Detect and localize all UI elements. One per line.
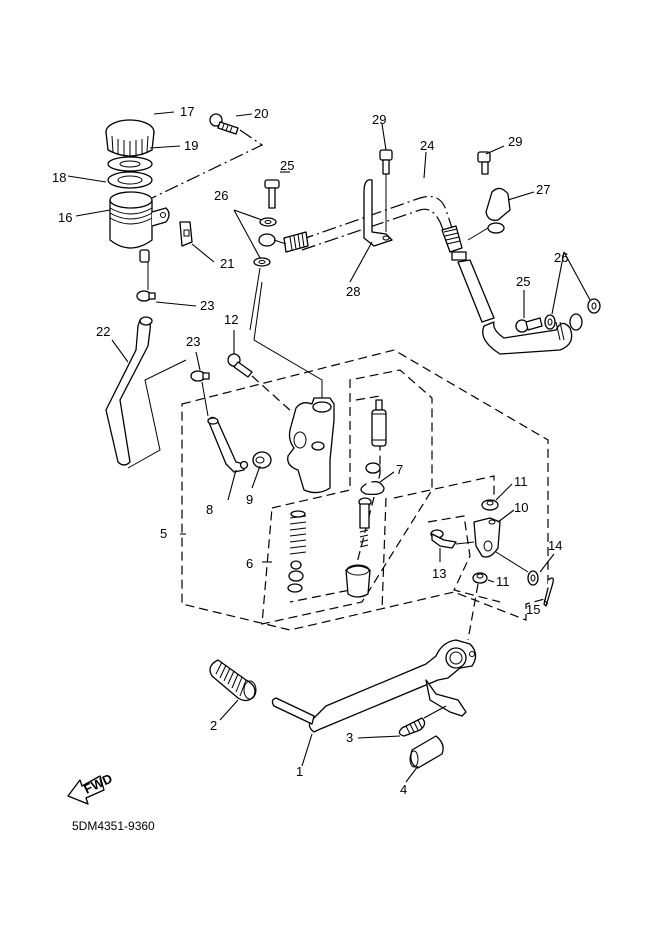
part-18-diaphragm[interactable] [107,171,153,189]
callout-11-upper: 11 [514,474,528,489]
part-17-cap[interactable] [105,119,155,158]
callout-8: 8 [206,502,213,517]
callout-5: 5 [160,526,167,541]
part-19-diaphragm-holder[interactable] [107,156,153,172]
part-22-hose[interactable] [105,316,153,466]
part-20-bolt[interactable] [209,113,239,135]
callout-4: 4 [400,782,407,797]
part-26-gasket-lower-left[interactable] [253,257,271,267]
part-13-pin[interactable] [430,529,457,549]
group-6-outline [261,369,433,625]
part-cup-seal[interactable] [287,560,304,593]
part-piston-assembly[interactable] [365,399,387,474]
piston-group-outline [289,395,381,603]
callout-12: 12 [224,312,238,327]
part-12-bolt[interactable] [227,353,253,378]
callout-27: 27 [536,182,550,197]
callout-1: 1 [296,764,303,779]
leader-line-27 [467,227,489,241]
callout-19: 19 [184,138,198,153]
callout-16: 16 [58,210,72,225]
part-21-nut[interactable] [179,221,193,247]
callout-2: 2 [210,718,217,733]
part-27-hose-holder[interactable] [485,187,511,234]
part-11-nut-lower[interactable] [472,572,488,584]
callout-26-right: 26 [554,250,568,265]
callout-9: 9 [246,492,253,507]
callout-24: 24 [420,138,434,153]
callout-23-upper: 23 [200,298,214,313]
banjo-fitting-left[interactable] [258,233,287,247]
callout-29-left: 29 [372,112,386,127]
callout-6: 6 [246,556,253,571]
part-25-union-bolt-left[interactable] [264,179,280,209]
callout-26-left: 26 [214,188,228,203]
part-push-rod[interactable] [345,497,372,598]
callout-22: 22 [96,324,110,339]
callout-11-lower: 11 [496,574,510,589]
part-8-hose-joint[interactable] [207,416,249,473]
drawing-code: 5DM4351-9360 [72,819,155,833]
part-26-gasket-upper-left[interactable] [259,217,277,227]
fwd-arrow-icon: FWD [67,771,115,805]
callout-18: 18 [52,170,66,185]
part-2-footrest-rubber[interactable] [209,659,257,702]
callout-25-left: 25 [280,158,294,173]
callout-17: 17 [180,104,194,119]
clevis-group-outline [427,515,501,603]
leader-line-clevis-pedal [467,583,479,641]
part-spring[interactable] [289,510,307,555]
part-master-cylinder-body[interactable] [287,397,335,494]
callout-leaders [67,111,591,783]
leader-line-clevis-14 [495,551,529,573]
callout-23-lower: 23 [186,334,200,349]
callout-7: 7 [396,462,403,477]
part-26-gasket-right-a[interactable] [544,314,556,330]
part-9-grommet[interactable] [252,451,272,469]
part-1-brake-pedal[interactable] [271,639,477,733]
part-14-washer[interactable] [527,570,539,586]
part-29-bolt-left[interactable] [379,149,393,175]
part-26-gasket-right-b[interactable] [587,298,601,314]
leader-line-pin-13 [455,541,475,545]
part-23-clip-lower[interactable] [190,370,210,382]
callout-20: 20 [254,106,268,121]
callout-10: 10 [514,500,528,515]
part-11-nut-upper[interactable] [481,499,499,511]
part-29-bolt-right[interactable] [477,151,491,175]
part-28-hose-guide[interactable] [363,179,393,247]
callout-28: 28 [346,284,360,299]
part-3-spring[interactable] [398,705,447,737]
callout-13: 13 [432,566,446,581]
callout-29-right: 29 [508,134,522,149]
callout-25-right: 25 [516,274,530,289]
leader-line-bolt-12 [251,375,293,413]
callout-3: 3 [346,730,353,745]
bracket-lines-hose-22 [127,359,187,469]
leader-line-26-to-cylinder [249,267,261,331]
leader-line-8-to-clip [201,381,209,417]
part-25-union-bolt-right[interactable] [515,317,543,333]
leader-line-master-cyl-top [253,281,323,398]
callout-14: 14 [548,538,562,553]
part-24-brake-hose[interactable] [283,195,583,355]
part-7-circlip[interactable] [360,480,385,496]
sub-group-outline [381,475,495,611]
part-4-cover[interactable] [409,735,444,769]
callout-15: 15 [526,602,540,617]
callout-21: 21 [220,256,234,271]
part-16-reservoir-tank[interactable] [109,191,170,263]
part-23-clip-upper[interactable] [136,290,156,302]
part-10-clevis[interactable] [473,517,501,558]
leader-line-bolt-20 [151,129,264,199]
